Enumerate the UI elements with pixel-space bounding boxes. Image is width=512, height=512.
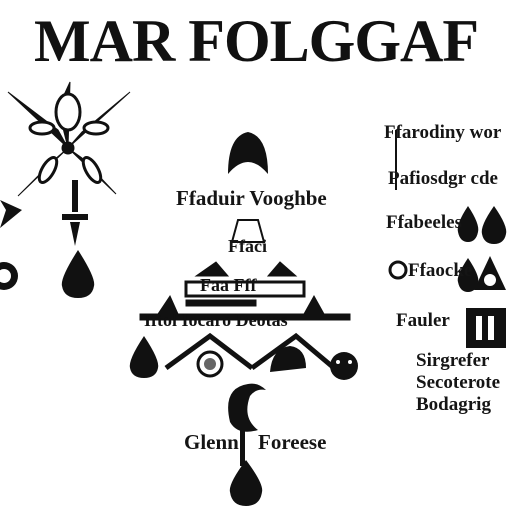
right-label-4: Ffaocke [408, 260, 473, 281]
pyramid-top-label: Ffaci [228, 236, 267, 256]
small-ring-icon [388, 260, 408, 280]
left-drop-icon [61, 250, 95, 298]
dagger-icon [62, 180, 88, 246]
right-label-5: Fauler [396, 310, 450, 331]
bottom-right-label: Foreese [258, 430, 327, 454]
right-label-3: Ffabeeles [386, 212, 462, 233]
right-drop-1 [457, 206, 479, 242]
pyramid-row-2: Iftol Iocaro Deotas [144, 310, 288, 330]
right-drop-2 [481, 206, 507, 244]
right-label-1: Ffarodiny wor [384, 122, 502, 143]
left-ring-icon [0, 262, 18, 290]
square-glyph-icon [466, 308, 506, 348]
right-bottom-ball [330, 352, 358, 380]
crescent-icon [228, 383, 266, 432]
right-label-2: Pafiosdgr cde [388, 168, 498, 189]
bottom-drop-icon [229, 460, 263, 506]
hooded-figure-icon [474, 256, 506, 290]
star-emblem [7, 81, 131, 197]
top-dome-icon [228, 132, 268, 174]
center-heading: Ffaduir Vooghbe [176, 186, 327, 210]
bottom-left-label: Glenn [184, 430, 239, 454]
right-label-6a: Sirgrefer [416, 350, 490, 371]
page-title: MAR FOLGGAF [34, 8, 479, 74]
pyramid-diagram [139, 219, 351, 321]
arch-row [164, 332, 336, 371]
left-bottom-drop [129, 336, 159, 378]
arch-right-shell [270, 346, 306, 372]
stem-line [240, 426, 245, 466]
left-edge-chevron [0, 200, 22, 228]
right-label-6c: Bodagrig [416, 394, 491, 415]
right-label-6b: Secoterote [416, 372, 501, 393]
arch-left-dots [204, 358, 216, 370]
pyramid-row-1: Faa Fff [200, 275, 257, 295]
right-drop-3 [457, 258, 479, 292]
